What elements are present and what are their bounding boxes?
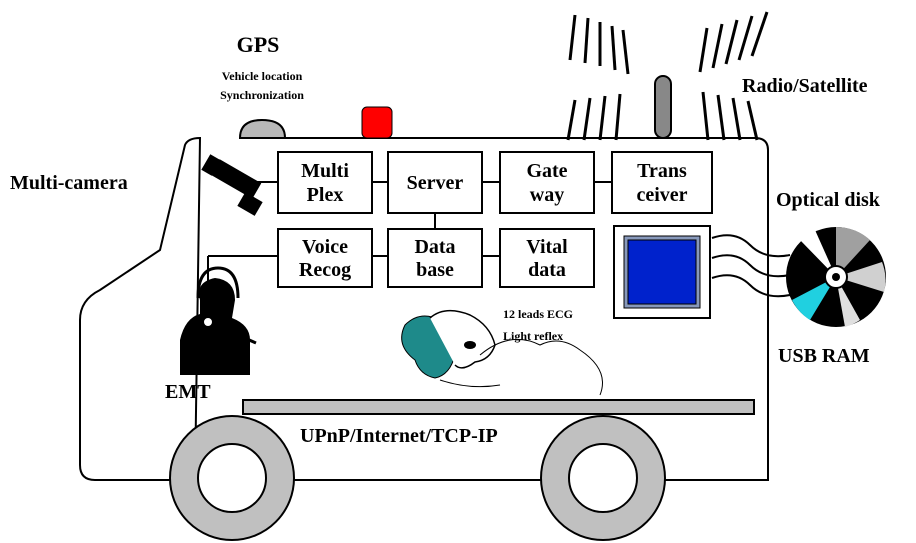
- label-emt: EMT: [165, 381, 211, 403]
- box-multiplex-l1: Multi: [301, 160, 349, 182]
- box-vital-l1: Vital: [526, 236, 568, 258]
- monitor-cables: [711, 234, 791, 298]
- box-server: Server: [387, 151, 483, 214]
- gps-dome: [238, 118, 287, 139]
- box-transceiver-l1: Trans: [637, 160, 687, 182]
- label-ecg2: Light reflex: [503, 329, 563, 343]
- box-gateway: Gate way: [499, 151, 595, 214]
- siren-light: [361, 106, 393, 139]
- antenna-post: [654, 75, 672, 139]
- box-database-l2: base: [416, 259, 454, 281]
- patient-icon: [401, 309, 603, 396]
- label-optical: Optical disk: [776, 189, 881, 211]
- box-vital: Vital data: [499, 228, 595, 288]
- antenna-rays: [566, 11, 769, 141]
- box-multiplex: Multi Plex: [277, 151, 373, 214]
- optical-disk-icon: [786, 226, 886, 327]
- box-gateway-l1: Gate: [526, 160, 567, 182]
- label-gps-sub2: Synchronization: [220, 88, 304, 102]
- rear-wheel: [540, 415, 666, 541]
- label-gps-sub1: Vehicle location: [222, 69, 303, 83]
- label-ecg1: 12 leads ECG: [503, 307, 573, 321]
- box-transceiver-l2: ceiver: [636, 184, 687, 206]
- box-voice-l2: Recog: [299, 259, 351, 281]
- emt-icon: [180, 266, 257, 375]
- box-gateway-l2: way: [530, 184, 564, 206]
- connection-lines: [207, 181, 612, 290]
- label-network: UPnP/Internet/TCP-IP: [300, 425, 498, 447]
- box-multiplex-l2: Plex: [307, 184, 344, 206]
- label-gps: GPS: [237, 32, 280, 57]
- box-voice: Voice Recog: [277, 228, 373, 288]
- box-database-l1: Data: [414, 236, 455, 258]
- ambulance-body: [79, 136, 769, 481]
- box-database: Data base: [387, 228, 483, 288]
- box-transceiver: Trans ceiver: [611, 151, 713, 214]
- box-server-l1: Server: [407, 172, 464, 194]
- front-wheel: [169, 415, 295, 541]
- label-radio: Radio/Satellite: [742, 75, 868, 97]
- monitor-icon: [613, 225, 711, 319]
- box-voice-l1: Voice: [302, 236, 348, 258]
- box-vital-l2: data: [528, 259, 566, 281]
- stretcher-bar: [242, 399, 755, 415]
- label-usb: USB RAM: [778, 345, 870, 367]
- label-camera: Multi-camera: [10, 172, 128, 194]
- camera-icon: [201, 154, 263, 216]
